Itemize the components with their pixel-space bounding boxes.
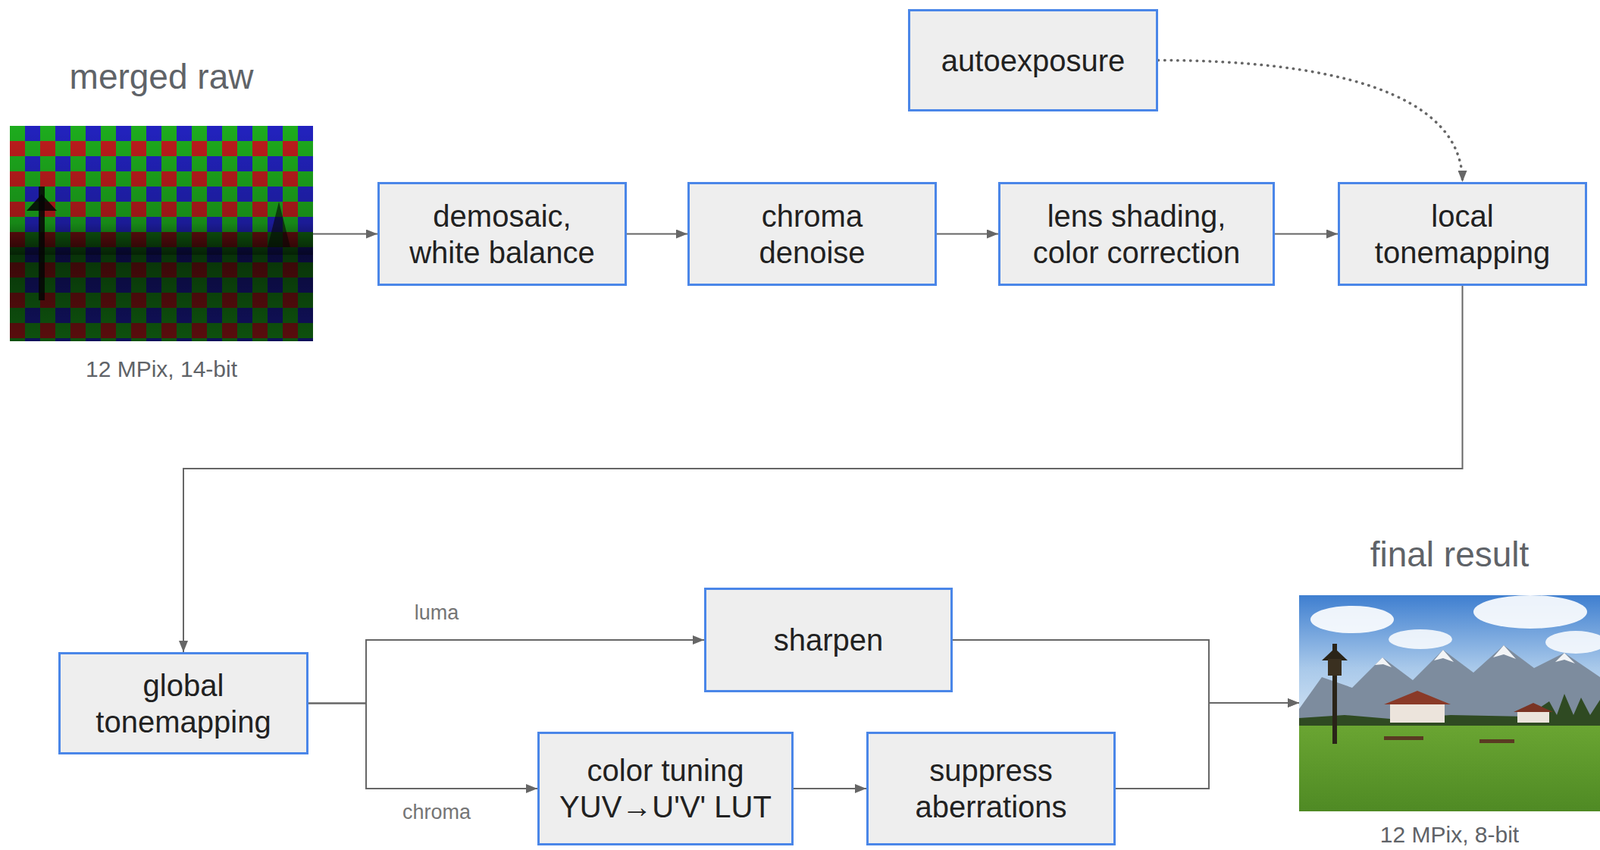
connector-arrow [626, 233, 688, 235]
snow [1434, 649, 1454, 662]
process-box: demosaic, white balance [377, 181, 627, 286]
final-landscape-photo [1299, 594, 1600, 811]
box-label: suppress aberrations [896, 751, 1087, 825]
image-slot [1299, 594, 1600, 811]
bench [1479, 738, 1515, 743]
cross-roof [26, 194, 57, 211]
edge-label: luma [411, 601, 463, 625]
image-heading: merged raw [9, 53, 314, 126]
box-label: local tonemapping [1364, 197, 1562, 271]
image-caption: 12 MPix, 8-bit [1299, 810, 1600, 849]
box-label: autoexposure [941, 42, 1125, 79]
cloud [1388, 629, 1453, 649]
snow [1555, 652, 1575, 664]
box-label: sharpen [773, 621, 884, 658]
connector-arrow [313, 233, 378, 235]
process-box: suppress aberrations [866, 731, 1116, 846]
bench [1383, 735, 1424, 740]
raw-bayer-image [9, 125, 314, 342]
connector-arrow [952, 639, 1300, 703]
cloud [1473, 594, 1588, 629]
house-roof [1383, 690, 1451, 705]
process-box: global tonemapping [58, 651, 309, 755]
scene-shading [9, 125, 314, 342]
image-slot [9, 125, 314, 342]
connector-arrow [308, 639, 705, 704]
process-box: autoexposure [908, 9, 1159, 112]
house-wall [1390, 702, 1445, 723]
process-box: sharpen [704, 587, 953, 692]
process-box: chroma denoise [687, 181, 937, 286]
dotted-connector [1158, 60, 1463, 183]
tree-line [1299, 693, 1600, 730]
house-roof [1513, 702, 1554, 712]
process-box: color tuning YUV→U'V' LUT [537, 731, 794, 846]
image-caption: 12 MPix, 14-bit [9, 341, 314, 383]
image-node: merged raw 12 MPix, 14-bit [9, 53, 314, 383]
snow [1493, 645, 1516, 659]
box-label: chroma denoise [736, 197, 889, 271]
cloud [1310, 605, 1394, 633]
box-label: demosaic, white balance [403, 197, 602, 271]
connector-arrow [1115, 702, 1300, 789]
connector-arrow [1274, 233, 1338, 235]
edge-label: chroma [399, 800, 474, 824]
dark-band [9, 231, 314, 255]
snow [1374, 657, 1392, 667]
wayside-cross-panel [1327, 658, 1342, 676]
wayside-cross-roof [1321, 648, 1348, 661]
bayer-mosaic [9, 125, 314, 342]
cloud [1545, 630, 1600, 654]
meadow [1299, 725, 1600, 811]
tree-silhouette [267, 201, 291, 248]
mountains [1299, 645, 1600, 723]
box-label: lens shading, color correction [1023, 197, 1251, 271]
house-wall [1517, 710, 1550, 723]
process-box: lens shading, color correction [998, 181, 1275, 286]
image-heading: final result [1299, 522, 1600, 595]
box-label: color tuning YUV→U'V' LUT [555, 751, 776, 825]
image-node: final result 12 MPix, 8-bit [1299, 522, 1600, 849]
box-label: global tonemapping [84, 666, 282, 740]
connector-arrow [936, 233, 999, 235]
sky [1299, 594, 1600, 728]
process-box: local tonemapping [1337, 181, 1588, 286]
connector-arrow [793, 787, 867, 790]
connector-arrow [308, 703, 538, 790]
